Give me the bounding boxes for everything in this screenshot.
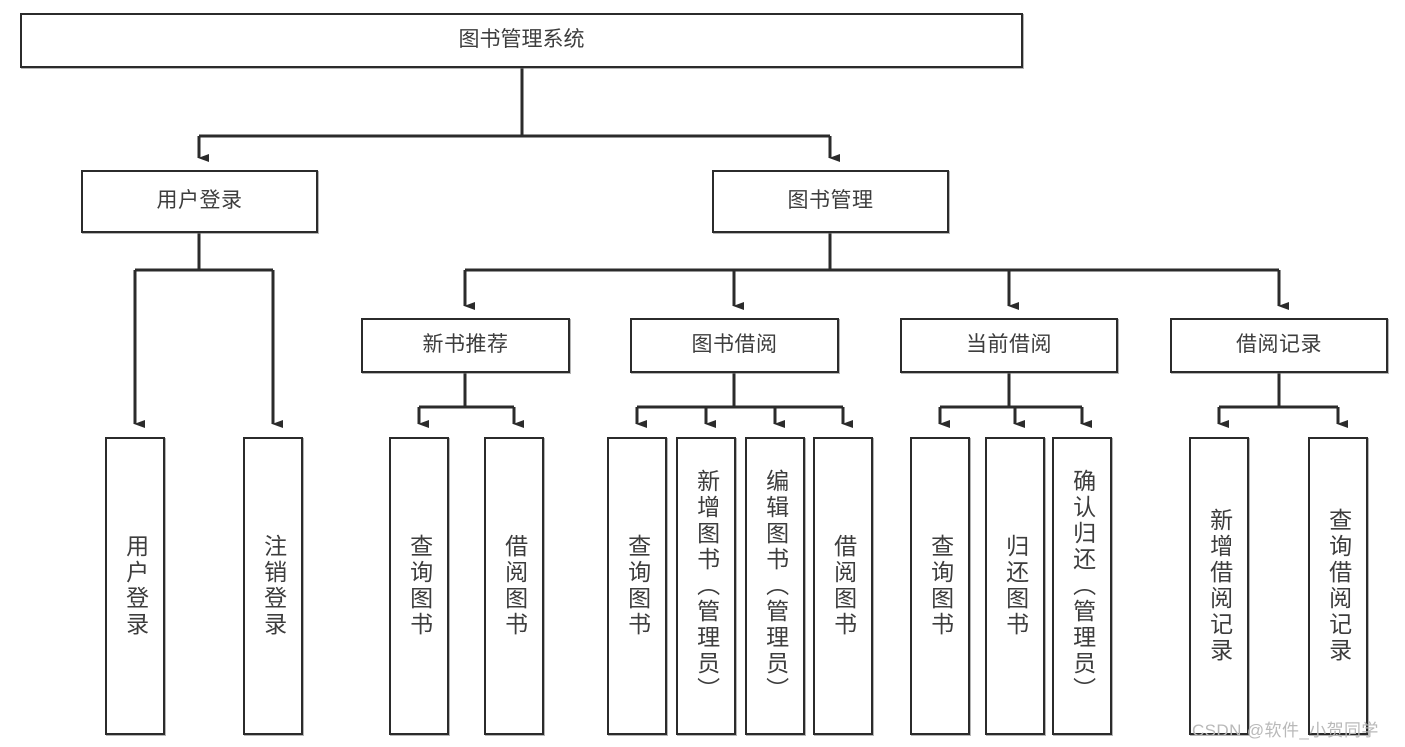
node-current-borrow-label: 当前借阅: [966, 333, 1052, 357]
node-new-book-rec[interactable]: 新书推荐: [361, 318, 570, 373]
node-leaf-user-logout[interactable]: 注销登录: [243, 437, 303, 735]
node-leaf-add-book-label: 新增图书（管理员）: [693, 469, 720, 703]
node-leaf-query-record[interactable]: 查询借阅记录: [1308, 437, 1368, 735]
node-leaf-add-record-label: 新增借阅记录: [1206, 508, 1233, 664]
node-borrow-record-label: 借阅记录: [1236, 333, 1322, 357]
node-borrow-record[interactable]: 借阅记录: [1170, 318, 1388, 373]
node-leaf-return-book-label: 归还图书: [1002, 534, 1029, 638]
node-leaf-query-book-2-label: 查询图书: [624, 534, 651, 638]
node-leaf-user-logout-label: 注销登录: [260, 534, 287, 638]
node-leaf-query-record-label: 查询借阅记录: [1325, 508, 1352, 664]
node-leaf-query-book-1-label: 查询图书: [406, 534, 433, 638]
node-leaf-return-book[interactable]: 归还图书: [985, 437, 1045, 735]
node-leaf-edit-book-label: 编辑图书（管理员）: [762, 469, 789, 703]
node-leaf-user-login-label: 用户登录: [122, 534, 149, 638]
node-leaf-borrow-book-2[interactable]: 借阅图书: [813, 437, 873, 735]
node-user-login-label: 用户登录: [156, 189, 243, 213]
node-book-manage[interactable]: 图书管理: [712, 170, 949, 233]
node-book-borrow[interactable]: 图书借阅: [630, 318, 839, 373]
node-current-borrow[interactable]: 当前借阅: [900, 318, 1118, 373]
node-leaf-edit-book[interactable]: 编辑图书（管理员）: [745, 437, 805, 735]
node-leaf-query-book-3-label: 查询图书: [927, 534, 954, 638]
node-leaf-borrow-book-1[interactable]: 借阅图书: [484, 437, 544, 735]
node-leaf-add-record[interactable]: 新增借阅记录: [1189, 437, 1249, 735]
node-leaf-borrow-book-1-label: 借阅图书: [501, 534, 528, 638]
node-root[interactable]: 图书管理系统: [20, 13, 1023, 68]
node-book-borrow-label: 图书借阅: [691, 333, 778, 357]
node-leaf-borrow-book-2-label: 借阅图书: [830, 534, 857, 638]
node-leaf-query-book-3[interactable]: 查询图书: [910, 437, 970, 735]
node-book-manage-label: 图书管理: [787, 189, 874, 213]
node-root-label: 图书管理系统: [458, 28, 585, 52]
node-leaf-confirm-return-label: 确认归还（管理员）: [1069, 469, 1096, 703]
node-new-book-rec-label: 新书推荐: [422, 333, 509, 357]
node-leaf-query-book-2[interactable]: 查询图书: [607, 437, 667, 735]
node-leaf-user-login[interactable]: 用户登录: [105, 437, 165, 735]
node-leaf-confirm-return[interactable]: 确认归还（管理员）: [1052, 437, 1112, 735]
node-user-login[interactable]: 用户登录: [81, 170, 318, 233]
node-leaf-add-book[interactable]: 新增图书（管理员）: [676, 437, 736, 735]
node-leaf-query-book-1[interactable]: 查询图书: [389, 437, 449, 735]
